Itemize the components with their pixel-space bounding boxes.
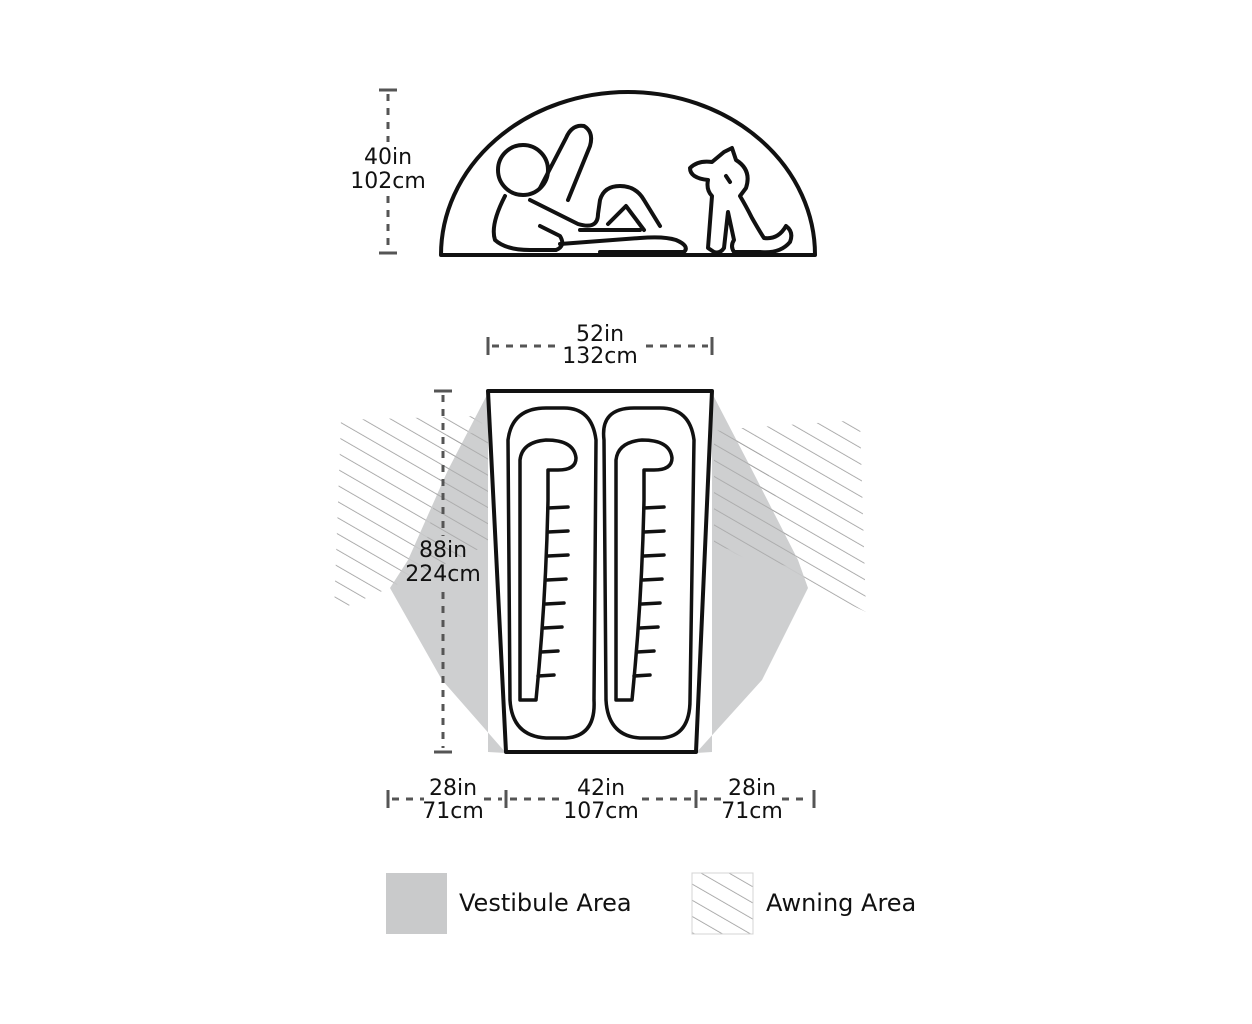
- top-width-metric-label: 132cm: [562, 344, 638, 369]
- tent-floor-outline: [486, 389, 714, 754]
- height-dimension: 40in 102cm: [350, 88, 426, 255]
- awning-legend-swatch: [691, 872, 754, 935]
- right-vestibule-imperial-label: 28in: [728, 776, 776, 801]
- length-imperial-label: 88in: [419, 538, 467, 563]
- bottom-width-imperial-label: 42in: [577, 776, 625, 801]
- left-vestibule-imperial-label: 28in: [429, 776, 477, 801]
- legend: Vestibule Area Awning Area: [386, 872, 916, 935]
- length-metric-label: 224cm: [405, 562, 481, 587]
- floor-view: 52in 132cm 88in 224cm 28in 71cm: [334, 322, 866, 824]
- top-width-dimension: 52in 132cm: [486, 322, 714, 369]
- side-view: 40in 102cm: [350, 88, 817, 257]
- height-metric-label: 102cm: [350, 169, 426, 194]
- top-width-imperial-label: 52in: [576, 322, 624, 347]
- left-vestibule-metric-label: 71cm: [422, 799, 484, 824]
- dog-sitting-icon: [688, 146, 794, 255]
- vestibule-legend-swatch: [386, 873, 447, 934]
- bottom-width-metric-label: 107cm: [563, 799, 639, 824]
- dome-outline: [439, 90, 817, 257]
- vestibule-legend-label: Vestibule Area: [459, 889, 632, 917]
- awning-legend-label: Awning Area: [766, 889, 916, 917]
- right-vestibule-metric-label: 71cm: [721, 799, 783, 824]
- length-dimension: 88in 224cm: [405, 389, 481, 754]
- height-imperial-label: 40in: [364, 145, 412, 170]
- bottom-dimensions: 28in 71cm 42in 107cm 28in 71cm: [386, 776, 816, 824]
- person-reclining-icon: [491, 123, 688, 254]
- sleeping-bag-icon: [506, 406, 696, 740]
